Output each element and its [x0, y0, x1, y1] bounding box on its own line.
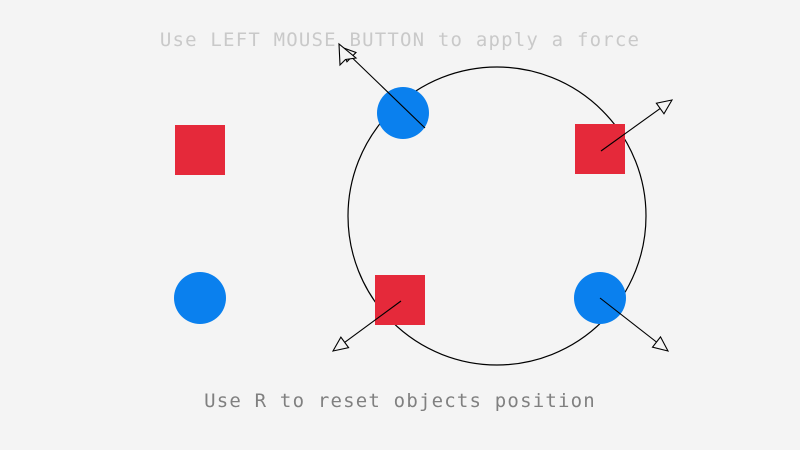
force-square-bottom-mid	[331, 300, 402, 352]
square-bottom-mid[interactable]	[375, 275, 425, 325]
large-circle-outline	[347, 66, 647, 366]
hint-apply-force: Use LEFT MOUSE BUTTON to apply a force	[159, 29, 641, 51]
force-circle-bottom-right	[599, 297, 670, 352]
rigid-bodies-group[interactable]	[174, 87, 626, 325]
square-left[interactable]	[175, 125, 225, 175]
force-square-top-right	[600, 99, 674, 152]
hint-reset-objects: Use R to reset objects position	[204, 390, 596, 412]
circle-top-mid[interactable]	[377, 87, 429, 139]
circle-bottom-left[interactable]	[174, 272, 226, 324]
square-top-right[interactable]	[575, 124, 625, 174]
